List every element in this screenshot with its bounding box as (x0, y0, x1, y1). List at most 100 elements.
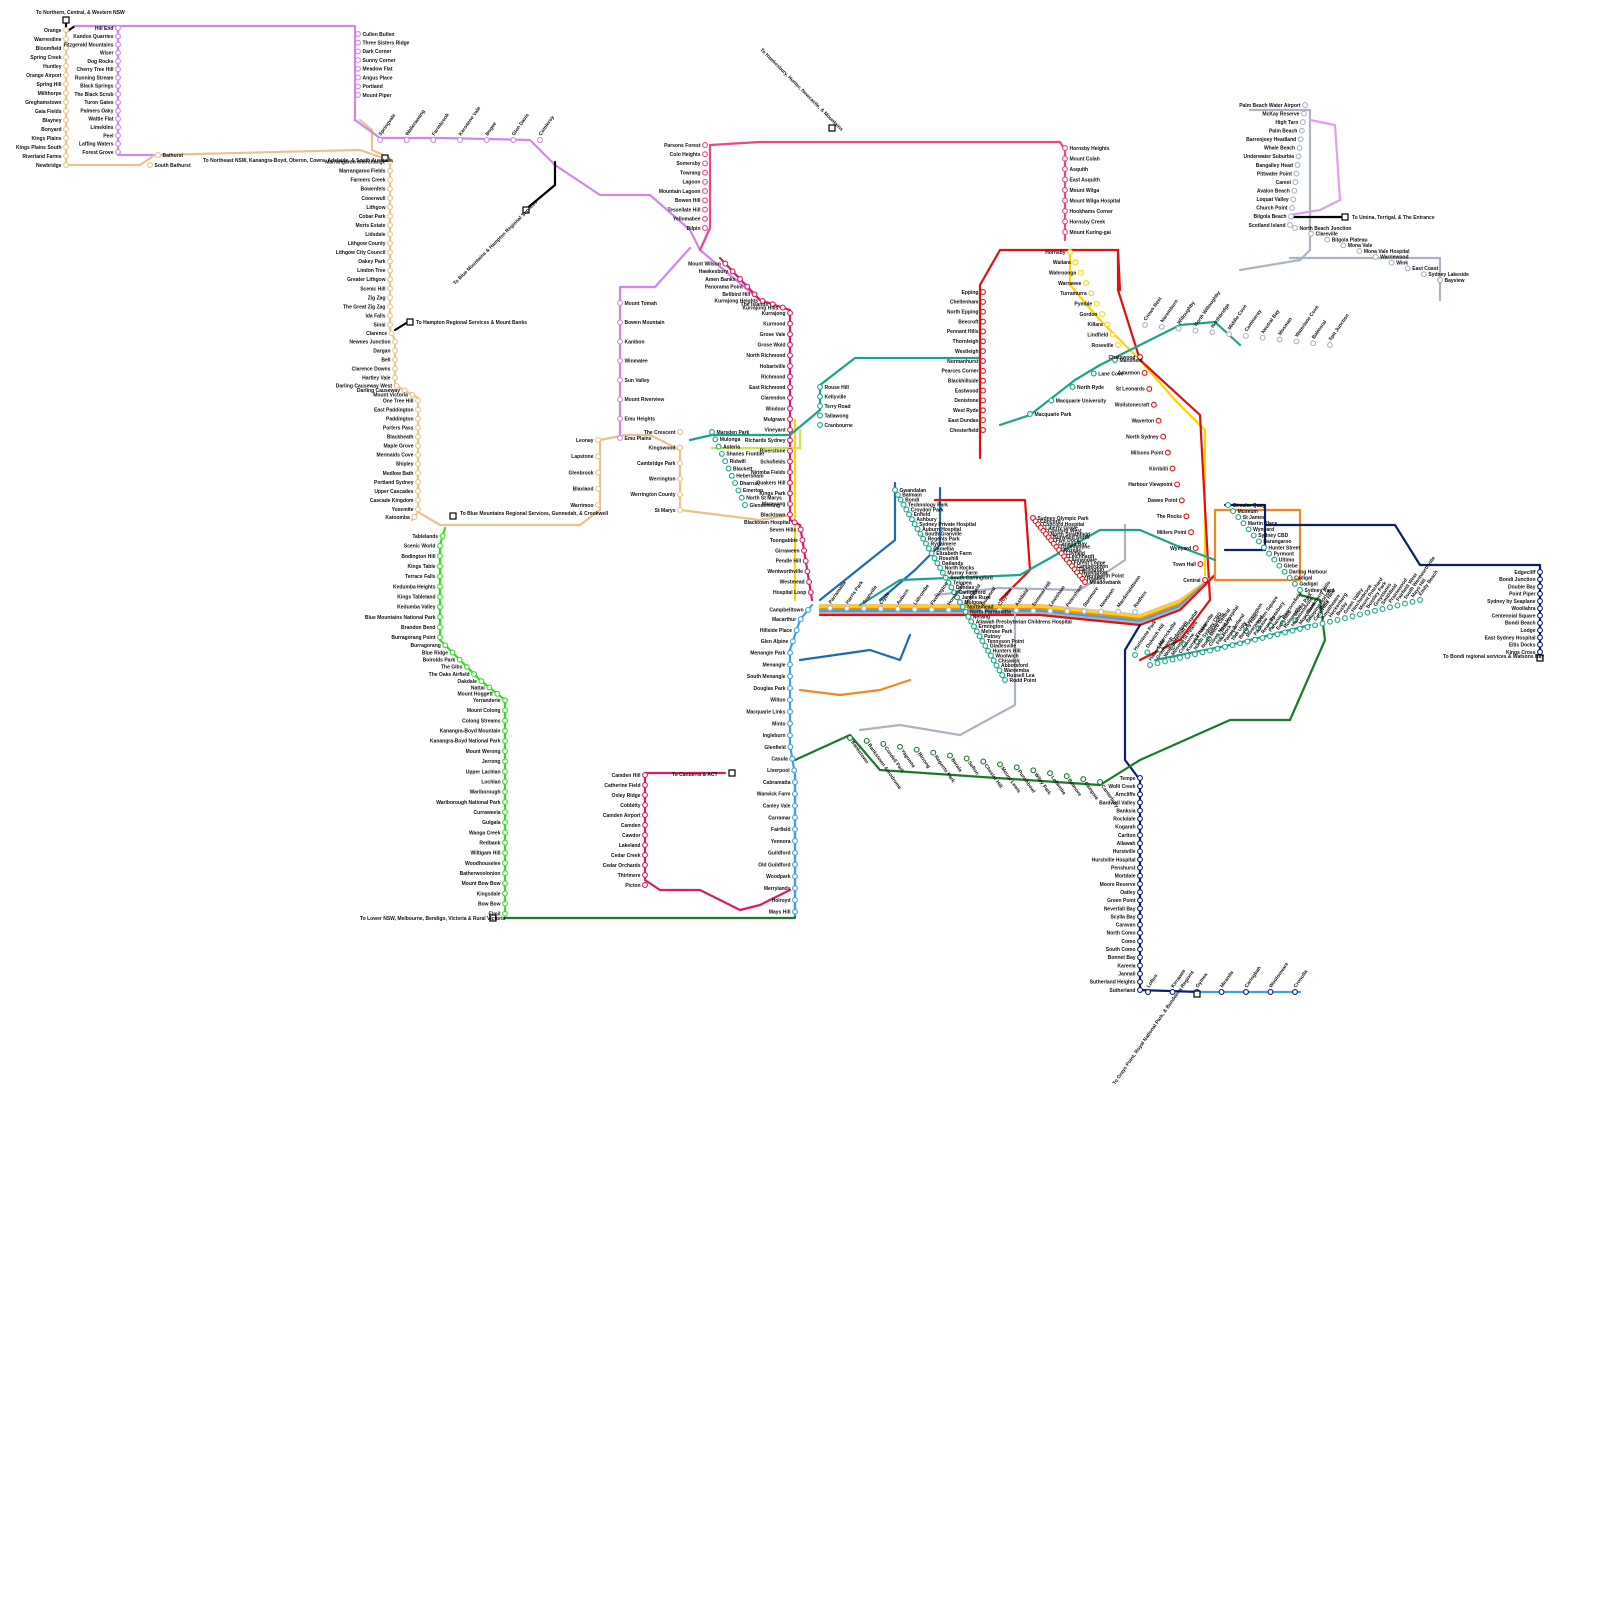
station-quakers-hill-marker[interactable] (788, 480, 793, 485)
station-martin-place-marker[interactable] (1241, 521, 1246, 526)
station-nattai-marker[interactable] (487, 685, 492, 690)
station-turramurra-marker[interactable] (1089, 291, 1094, 296)
station-mount-wilga-marker[interactable] (1063, 188, 1068, 193)
station-newbridge-marker[interactable] (64, 163, 69, 168)
station-wynyard-marker[interactable] (1193, 546, 1198, 551)
station-portland-sydney-marker[interactable] (416, 480, 421, 485)
station-roseville-marker[interactable] (1116, 343, 1121, 348)
station-bow-bow-marker[interactable] (503, 901, 508, 906)
station-lagoon-marker[interactable] (703, 180, 708, 185)
station-artarmon-marker[interactable] (1142, 371, 1147, 376)
station-bardwell-valley-marker[interactable] (1138, 800, 1143, 805)
station-riverstone-marker[interactable] (788, 449, 793, 454)
station-woodhouselee-marker[interactable] (503, 861, 508, 866)
station-bilpin-marker[interactable] (703, 226, 708, 231)
station-scotland-island-marker[interactable] (1288, 223, 1293, 228)
station-emerton-marker[interactable] (736, 488, 741, 493)
station-farmbrook-marker[interactable] (431, 138, 436, 143)
station-naremburn-marker[interactable] (1159, 324, 1164, 329)
station-the-black-scrub-marker[interactable] (116, 92, 121, 97)
station-church-point-marker[interactable] (1290, 206, 1295, 211)
station-menangle-marker[interactable] (788, 662, 793, 667)
station-mulgrave-marker[interactable] (788, 417, 793, 422)
station-mulonga-marker[interactable] (713, 437, 718, 442)
station-lidcombe-marker[interactable] (912, 607, 917, 612)
station-milsons-point-marker[interactable] (1166, 450, 1171, 455)
station-allawah-marker[interactable] (1138, 841, 1143, 846)
station-cheltenham-marker[interactable] (981, 300, 986, 305)
station-town-hall-marker[interactable] (1198, 562, 1203, 567)
station-careel-marker[interactable] (1293, 180, 1298, 185)
station-scenic-hill-marker[interactable] (388, 286, 393, 291)
station-hebersham-marker[interactable] (729, 473, 734, 478)
station-crows-nest-marker[interactable] (1143, 323, 1148, 328)
station-riverwood-marker[interactable] (1245, 639, 1250, 644)
station-mount-victoria-marker[interactable] (410, 392, 415, 397)
station-glenfield-marker[interactable] (788, 745, 793, 750)
station-condell-park-marker[interactable] (881, 742, 886, 747)
station-spring-hill-marker[interactable] (64, 82, 69, 87)
station-asquith-marker[interactable] (1063, 167, 1068, 172)
station-lidsdale-marker[interactable] (388, 232, 393, 237)
station-ashfield-marker[interactable] (1014, 608, 1019, 613)
station-amen-banks-marker[interactable] (738, 277, 743, 282)
station-loftus-marker[interactable] (1146, 990, 1151, 995)
station-gadigal-marker[interactable] (1293, 582, 1298, 587)
station-windsor-marker[interactable] (788, 406, 793, 411)
station-kedumba-heights-marker[interactable] (438, 584, 443, 589)
station-loquat-valley-marker[interactable] (1291, 197, 1296, 202)
station-northbridge-marker[interactable] (1210, 330, 1215, 335)
station-lochlan-marker[interactable] (503, 779, 508, 784)
station-riverland-farms-marker[interactable] (64, 154, 69, 159)
station-westleigh-marker[interactable] (981, 349, 986, 354)
station-arncliffe-marker[interactable] (1138, 792, 1143, 797)
station-blackhillside-marker[interactable] (981, 378, 986, 383)
station-bodington-hill-marker[interactable] (438, 554, 443, 559)
station-kurrajong-marker[interactable] (788, 311, 793, 316)
station-maple-grove-marker[interactable] (416, 443, 421, 448)
station-thornleigh-marker[interactable] (981, 339, 986, 344)
station-mortdale-marker[interactable] (1138, 873, 1143, 878)
station-neutral-bay-marker[interactable] (1260, 335, 1265, 340)
station-hornsby-heights-marker[interactable] (1063, 146, 1068, 151)
station-shipley-marker[interactable] (416, 462, 421, 467)
station-shanes-frontier-marker[interactable] (720, 452, 725, 457)
station-comleroy-marker[interactable] (538, 138, 543, 143)
station-ellis-docks-marker[interactable] (1538, 642, 1543, 647)
station-mays-hill-marker[interactable] (793, 909, 798, 914)
station-west-ryde-marker[interactable] (981, 408, 986, 413)
station-wiser-marker[interactable] (116, 50, 121, 55)
station-turon-gates-marker[interactable] (116, 100, 121, 105)
station-hobartville-marker[interactable] (788, 364, 793, 369)
station-east-coast-marker[interactable] (1405, 266, 1410, 271)
station-limekilns-marker[interactable] (116, 125, 121, 130)
station-sydney-by-seaplane-marker[interactable] (1538, 599, 1543, 604)
station-lindon-tree-marker[interactable] (388, 268, 393, 273)
station-forest-grove-marker[interactable] (116, 150, 121, 155)
station-kingsdale-marker[interactable] (503, 891, 508, 896)
station-centennial-square-marker[interactable] (1538, 613, 1543, 618)
station-millers-point-marker[interactable] (1189, 530, 1194, 535)
station-padstow-marker[interactable] (1253, 637, 1258, 642)
station-thirlmere-marker[interactable] (643, 873, 648, 878)
station-hornsby-marker[interactable] (1068, 250, 1073, 255)
station-warriewood-marker[interactable] (1373, 255, 1378, 260)
station-flemington-marker[interactable] (929, 607, 934, 612)
station-orange-marker[interactable] (64, 28, 69, 33)
station-mount-lewis-marker[interactable] (998, 762, 1003, 767)
station-bathurst-marker[interactable] (156, 153, 161, 158)
station-bogee-marker[interactable] (484, 138, 489, 143)
station-sinai-marker[interactable] (388, 322, 393, 327)
station-wentworthville-marker[interactable] (805, 569, 810, 574)
station-palmers-marker[interactable] (1223, 645, 1228, 650)
station-nirimba-fields-marker[interactable] (788, 470, 793, 475)
station-barangaroo-marker[interactable] (1257, 539, 1262, 544)
station-clarence-downs-marker[interactable] (393, 366, 398, 371)
station-revesby-marker[interactable] (1260, 636, 1265, 641)
station-blackheath-marker[interactable] (416, 434, 421, 439)
station-canley-vale-marker[interactable] (793, 803, 798, 808)
station-glendenning-marker[interactable] (743, 503, 748, 508)
station-glen-alpine-marker[interactable] (791, 639, 796, 644)
station-spring-creek-marker[interactable] (64, 55, 69, 60)
station-green-point-marker[interactable] (1138, 898, 1143, 903)
